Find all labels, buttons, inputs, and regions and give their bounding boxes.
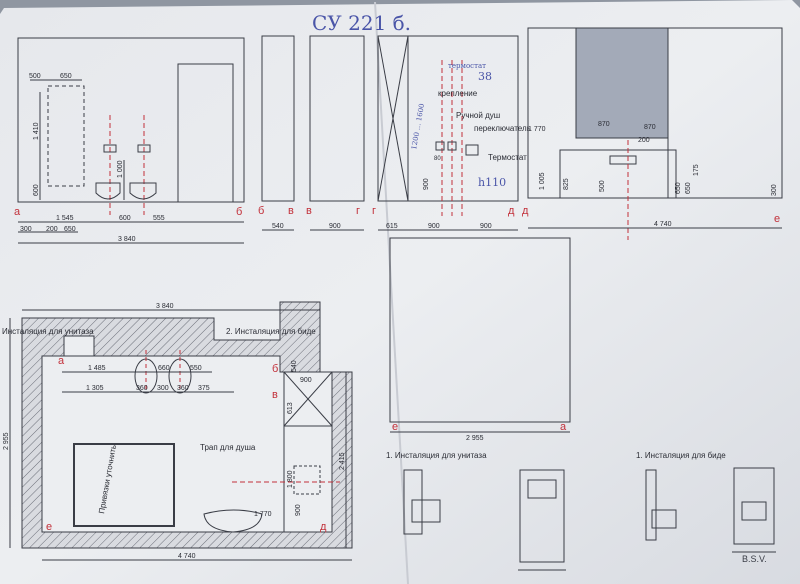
plan-letter-e: е <box>46 521 52 533</box>
elevation-gd <box>377 35 519 231</box>
floor-plan <box>9 301 353 561</box>
letter-b-bv: б <box>258 205 264 217</box>
plan-letter-a: а <box>58 355 65 367</box>
elevation-vg <box>309 35 365 231</box>
dim-1770-plan: 1 770 <box>254 511 272 518</box>
handwritten-thermostat: термостат <box>448 62 486 70</box>
dim-615: 615 <box>386 223 398 230</box>
letter-d-de: д <box>522 205 529 217</box>
dim-200: 200 <box>46 226 58 233</box>
elevation-de <box>527 27 783 240</box>
label-hand-shower: Ручной душ <box>456 111 500 120</box>
dim-870-b: 870 <box>644 124 656 131</box>
label-shower-drain: Трап для душа <box>200 443 256 452</box>
dim-1800: 1 800 <box>287 470 294 488</box>
dim-900-vg: 900 <box>329 223 341 230</box>
wc-installation-detail <box>403 469 566 571</box>
ceiling-panel <box>389 237 571 433</box>
dim-1485: 1 485 <box>88 365 106 372</box>
letter-v-bv: в <box>288 205 294 217</box>
dim-613: 613 <box>287 402 294 414</box>
dim-900-plan: 900 <box>300 377 312 384</box>
letter-b-end: б <box>236 206 242 218</box>
dim-3840-plan: 3 840 <box>156 303 174 310</box>
dim-80: 80 <box>434 156 441 162</box>
dim-650-w: 650 <box>64 226 76 233</box>
elevation-ab <box>17 37 245 244</box>
panel-letter-a: а <box>560 421 567 433</box>
dim-900-gd-1: 900 <box>428 223 440 230</box>
bidet-installation-detail <box>645 467 776 553</box>
panel-letter-e: е <box>392 421 398 433</box>
plan-letter-b: б <box>272 363 278 375</box>
letter-e-de: е <box>774 213 780 225</box>
label-bidet-installation: 2. Инсталяция для биде <box>226 327 316 336</box>
dim-870-a: 870 <box>598 121 610 128</box>
dim-1005: 1 005 <box>539 172 546 190</box>
label-wc-installation: Инсталяция для унитаза <box>2 327 94 336</box>
dim-540-bv: 540 <box>272 223 284 230</box>
letter-a-start: а <box>14 206 21 218</box>
dim-1770-de: 1 770 <box>528 126 546 133</box>
signature: B.S.V. <box>742 554 767 564</box>
dim-360-a: 360 <box>136 385 148 392</box>
dim-175: 175 <box>693 164 700 176</box>
handwritten-h110: h110 <box>478 176 506 189</box>
dim-825: 825 <box>563 178 570 190</box>
dim-4740-de: 4 740 <box>654 221 672 228</box>
dim-1545: 1 545 <box>56 215 74 222</box>
dim-1410: 1 410 <box>33 122 40 140</box>
dim-500: 500 <box>29 73 41 80</box>
elevation-bv <box>261 35 295 231</box>
dim-3840: 3 840 <box>118 236 136 243</box>
dim-4740-plan: 4 740 <box>178 553 196 560</box>
letter-g-gd: г <box>372 205 376 217</box>
plan-letter-d: д <box>320 521 327 533</box>
dim-300: 300 <box>20 226 32 233</box>
label-thermostat: Термостат <box>488 153 527 162</box>
plan-letter-v: в <box>272 389 278 401</box>
title-bidet-installation: 1. Инсталяция для биде <box>636 451 726 460</box>
letter-v-vg: в <box>306 205 312 217</box>
dim-650: 650 <box>60 73 72 80</box>
dim-2955: 2 955 <box>3 432 10 450</box>
dim-600-w: 600 <box>119 215 131 222</box>
dim-300-de: 300 <box>771 184 778 196</box>
title-wc-installation: 1. Инсталяция для унитаза <box>386 451 487 460</box>
dim-900-plan-lower: 900 <box>295 504 302 516</box>
dim-500-de: 500 <box>599 180 606 192</box>
dim-540-plan: 540 <box>291 360 298 372</box>
dim-300-plan: 300 <box>157 385 169 392</box>
dim-360-b: 360 <box>177 385 189 392</box>
dim-900-gd-h: 900 <box>423 178 430 190</box>
handwritten-stamp: СУ 221 б. <box>312 11 411 35</box>
label-switch: переключатель <box>474 124 531 133</box>
dim-650-de-b: 650 <box>685 182 692 194</box>
dim-375: 375 <box>198 385 210 392</box>
dim-200: 200 <box>638 137 650 144</box>
dim-900-gd-2: 900 <box>480 223 492 230</box>
handwritten-38: 38 <box>478 70 492 83</box>
dim-2955-panel: 2 955 <box>466 435 484 442</box>
dim-1000: 1 000 <box>117 160 124 178</box>
dim-2415: 2 415 <box>339 452 346 470</box>
letter-d-gd: д <box>508 205 515 217</box>
letter-g-vg: г <box>356 205 360 217</box>
paper-fold <box>374 1 409 584</box>
mirror-panel <box>575 27 669 139</box>
dim-1305: 1 305 <box>86 385 104 392</box>
dim-600-h: 600 <box>33 184 40 196</box>
dim-650-de-a: 650 <box>675 182 682 194</box>
label-fastening: крепление <box>438 89 478 98</box>
dim-555: 555 <box>153 215 165 222</box>
dim-550: 550 <box>190 365 202 372</box>
dim-660: 660 <box>158 365 170 372</box>
